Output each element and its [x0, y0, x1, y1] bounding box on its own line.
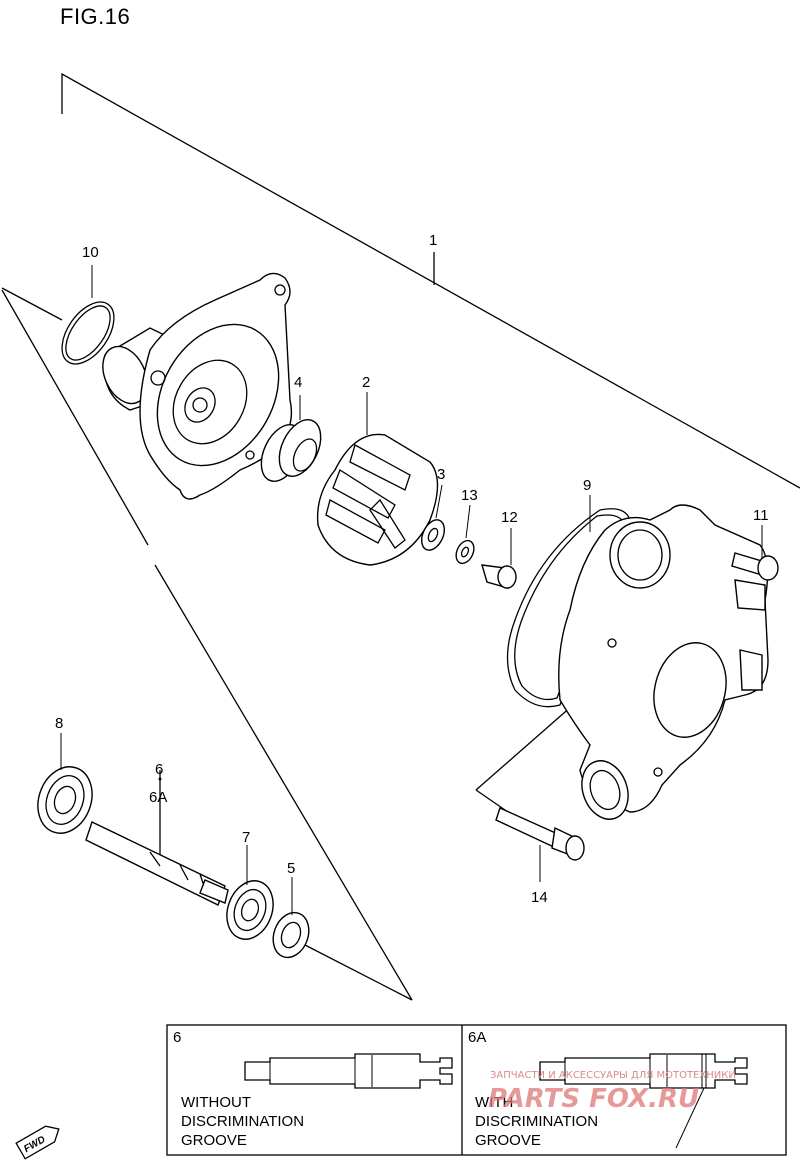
- callout-13: 13: [461, 487, 478, 504]
- detail-6-code: 6: [173, 1029, 181, 1046]
- callout-2: 2: [362, 374, 370, 391]
- bolt-12: [481, 528, 517, 589]
- shaft-detail-boxes: [166, 1024, 787, 1156]
- pump-housing: [558, 504, 769, 820]
- callout-14: 14: [531, 889, 548, 906]
- washer-13: [455, 504, 475, 565]
- watermark-brand: PARTS FOX.RU: [488, 1084, 699, 1114]
- callout-5: 5: [287, 860, 295, 877]
- callout-10: 10: [82, 244, 99, 261]
- callout-8: 8: [55, 715, 63, 732]
- bolt-14: [495, 807, 585, 882]
- watermark-tagline: ЗАПЧАСТИ И АКСЕССУАРЫ ДЛЯ МОТОТЕХНИКИ: [490, 1070, 736, 1081]
- callout-6a: 6A: [149, 789, 167, 806]
- callout-12: 12: [501, 509, 518, 526]
- shaft-6: [85, 821, 229, 906]
- detail-6-line2: DISCRIMINATION: [181, 1113, 304, 1130]
- fwd-arrow-icon: FWD: [15, 1125, 60, 1160]
- pump-cover: [102, 272, 293, 500]
- shaft-detail-6: 6 WITHOUT DISCRIMINATION GROOVE: [173, 1029, 453, 1149]
- detail-6a-line1: WITH: [475, 1094, 513, 1111]
- detail-6a-code: 6A: [468, 1029, 486, 1046]
- bearing-7: [226, 845, 274, 940]
- figure-title: FIG.16: [60, 4, 131, 29]
- detail-6a-line2: DISCRIMINATION: [475, 1113, 598, 1130]
- callout-3: 3: [437, 466, 445, 483]
- assembly-outline-1: [61, 72, 800, 489]
- o-ring-10: [61, 265, 115, 365]
- impeller-2: [316, 392, 439, 566]
- bearing-8: [37, 733, 93, 834]
- callout-11: 11: [753, 507, 769, 524]
- oil-seal-5: [272, 877, 310, 959]
- assembly-outline-6: [1, 287, 413, 1001]
- callout-1: 1: [429, 232, 437, 249]
- watermark: ЗАПЧАСТИ И АКСЕССУАРЫ ДЛЯ МОТОТЕХНИКИ PA…: [488, 1070, 736, 1114]
- washer-3: [420, 484, 446, 551]
- detail-6-line1: WITHOUT: [181, 1094, 251, 1111]
- detail-6-line3: GROOVE: [181, 1132, 247, 1149]
- mechanical-seal-4: [260, 395, 322, 482]
- shaft-detail-6a: 6A WITH DISCRIMINATION GROOVE: [468, 1029, 748, 1149]
- screw-11: [731, 525, 779, 581]
- callout-9: 9: [583, 477, 591, 494]
- callout-7: 7: [242, 829, 250, 846]
- detail-6a-line3: GROOVE: [475, 1132, 541, 1149]
- callout-6: 6: [155, 761, 163, 778]
- callout-4: 4: [294, 374, 302, 391]
